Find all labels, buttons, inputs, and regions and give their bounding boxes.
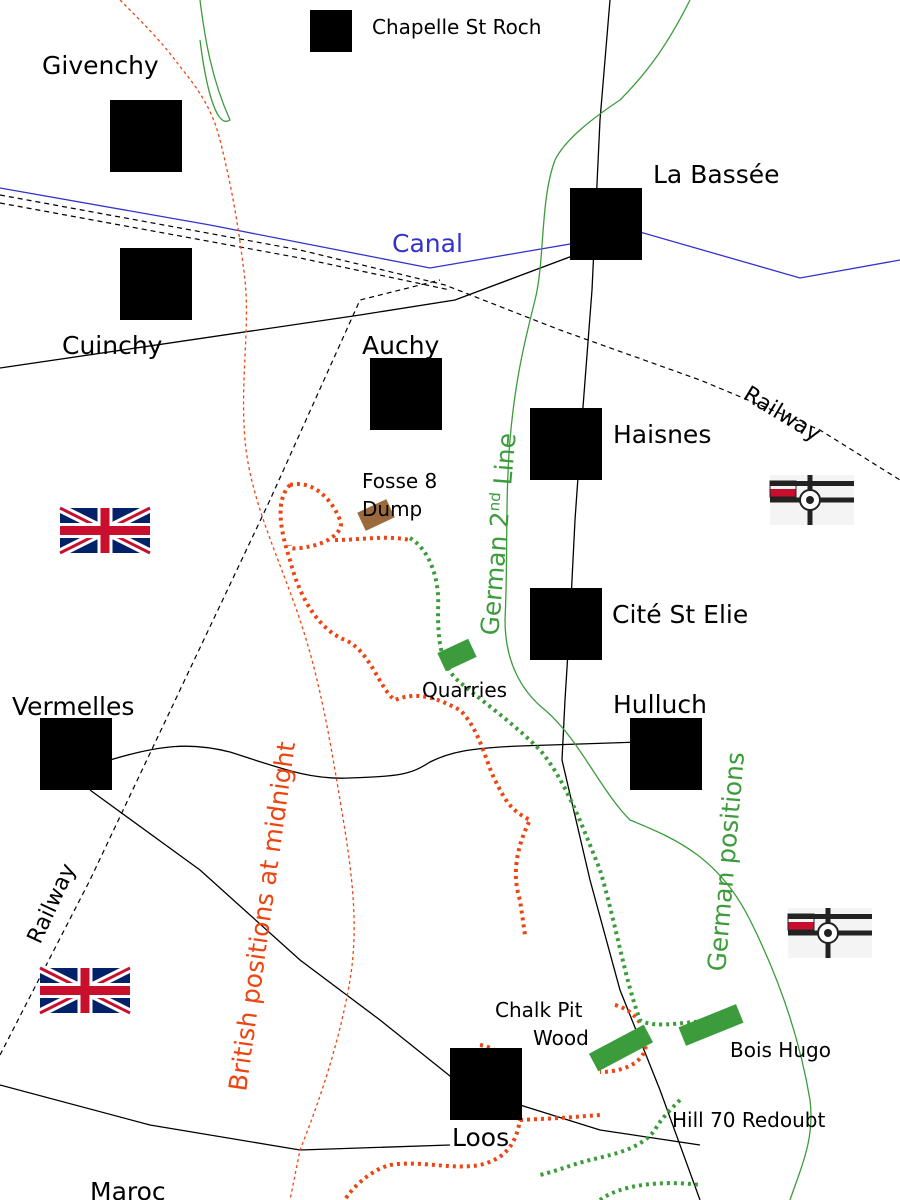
town-label-citestelie: Cité St Elie [612,600,748,629]
town-markers [40,10,702,1120]
hill-70-label: Hill 70 Redoubt [672,1108,825,1132]
railway-upper-b [0,202,451,291]
town-marker-auchy [370,358,442,430]
town-marker-haisnes [530,408,602,480]
chalk-pit-label-line1: Chalk Pit [495,998,583,1022]
german-positions-lines [408,536,731,1200]
road-sw [0,1084,451,1151]
chalk-pit-label-line2: Wood [533,1026,589,1050]
german-front-north [199,0,231,122]
british-positions-chalk [599,1003,648,1074]
road-loos-east [519,1104,701,1146]
german-flag-icon [769,475,854,525]
town-marker-cuinchy [120,248,192,320]
railway-upper [0,194,900,481]
bois-hugo-label: Bois Hugo [730,1038,831,1062]
railway-west [0,279,441,1056]
railway-label-east: Railway [739,382,825,447]
german-second-line [504,0,812,1200]
town-label-givenchy: Givenchy [42,51,159,80]
german-lines [199,0,812,1200]
german-second-line-label: German 2nd Line [474,432,522,637]
railway-label-west: Railway [23,860,82,948]
british-flag-icon [57,503,153,558]
fosse-8-dump [357,499,395,531]
german-second-line-rest: Line [488,432,522,494]
german-flag-icon [787,908,872,958]
british-front-thin [119,0,355,1200]
woods [437,638,744,1072]
fosse-label-line2: Dump [362,497,422,521]
town-label-vermelles: Vermelles [12,692,134,721]
town-marker-hulluch [630,718,702,790]
british-positions-label: British positions at midnight [223,740,301,1093]
town-label-haisnes: Haisnes [613,420,711,449]
german-second-line-sup: nd [485,491,505,512]
town-marker-citestelie [530,588,602,660]
german-positions-hill70 [539,1098,682,1177]
german-positions-south [598,1181,701,1200]
town-label-hulluch: Hulluch [613,690,707,719]
british-flag-icon [37,963,133,1018]
british-positions-loop [288,482,411,551]
road-vermelles-loos [89,789,456,1081]
town-label-auchy: Auchy [362,331,440,360]
town-label-labassee: La Bassée [653,160,779,189]
town-label-chapelle: Chapelle St Roch [372,15,541,39]
german-positions-label: German positions [702,751,750,973]
town-marker-givenchy [110,100,182,172]
town-marker-chapelle [310,10,352,52]
fosse-label-line1: Fosse 8 [362,469,437,493]
quarries-label: Quarries [422,678,507,702]
town-marker-labassee [570,188,642,260]
chalk-pit-wood-rect [588,1024,654,1072]
town-marker-vermelles [40,718,112,790]
town-marker-loos [450,1048,522,1120]
german-second-line-text: German 2 [475,510,515,636]
railways [0,194,900,1056]
quarries-wood [437,638,477,672]
town-label-cuinchy: Cuinchy [62,331,163,360]
town-label-maroc: Maroc [90,1177,166,1200]
canal-label: Canal [392,229,463,258]
town-label-loos: Loos [452,1123,509,1152]
road-vermelles-hulluch [109,741,641,779]
bois-hugo-rect [678,1004,744,1046]
german-positions-main [408,536,731,1027]
canal-line [0,187,900,279]
